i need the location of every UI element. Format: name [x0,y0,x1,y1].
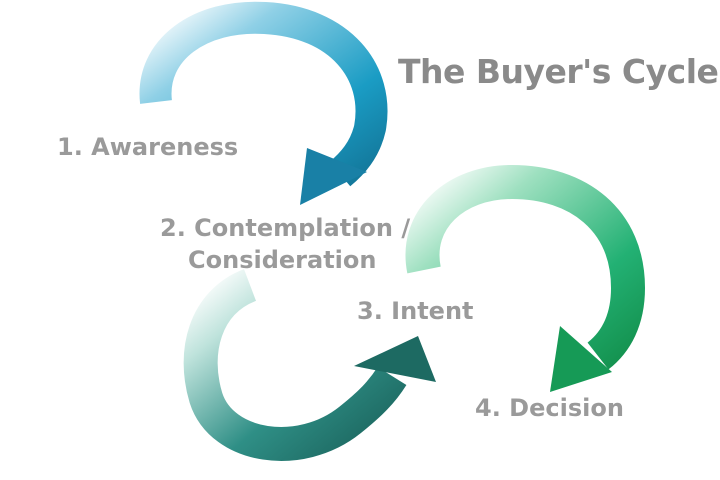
arrow-awareness-to-contemplation [139,1,388,205]
stage-decision-label: 4. Decision [475,394,624,422]
stage-awareness-label: 1. Awareness [57,133,239,161]
arrow-intent-to-decision [405,164,646,392]
stage-contemplation-line1: 2. Contemplation / [160,214,411,242]
stage-contemplation-label: 2. Contemplation / Consideration [160,212,410,276]
arrow-contemplation-to-intent [183,269,436,461]
stage-contemplation-line2: Consideration [188,246,377,274]
stage-intent-label: 3. Intent [357,297,474,325]
diagram-title: The Buyer's Cycle [398,52,719,91]
